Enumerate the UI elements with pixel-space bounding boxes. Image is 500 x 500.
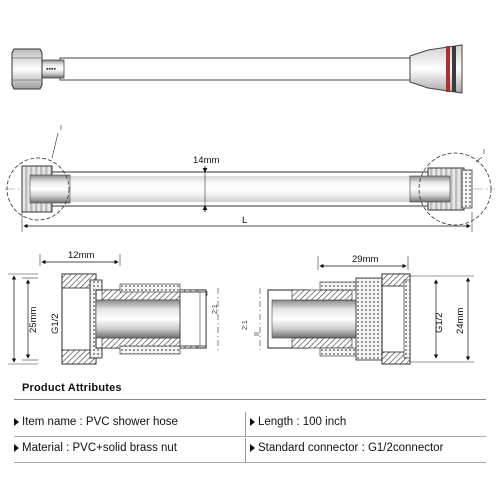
connector-text: Standard connector : G1/2connector (258, 442, 444, 454)
left-nut-height-label: 25mm (28, 307, 39, 333)
length-text: Length : 100 inch (258, 416, 347, 428)
ferrule-marking: ▪▪▪▪ (46, 66, 56, 73)
red-ring (446, 46, 450, 92)
detail-marker-left: I (60, 125, 62, 132)
hose-product-render: ▪▪▪▪ (11, 44, 463, 94)
right-scale-label: 2:1 (242, 320, 249, 330)
item-name-cell: Item name : PVC shower hose (14, 416, 178, 428)
length-cell: Length : 100 inch (250, 416, 346, 428)
detail-marker-right: I (483, 149, 485, 156)
bullet-arrow-icon (14, 444, 19, 452)
bullet-arrow-icon (14, 418, 19, 426)
right-fitting-height-label: 24mm (455, 308, 466, 334)
material-text: Material : PVC+solid brass nut (22, 442, 177, 454)
attributes-top-rule (14, 399, 486, 400)
bullet-arrow-icon (250, 418, 255, 426)
right-section-mark: II (254, 332, 261, 336)
left-nut-section: 12mm 25mm G1/2 I 2:1 (8, 250, 219, 365)
attribute-row-2: Material : PVC+solid brass nut Standard … (14, 440, 486, 460)
right-thread-label: G1/2 (434, 312, 445, 333)
left-nut-length-label: 12mm (68, 250, 94, 261)
connector-cell: Standard connector : G1/2connector (250, 442, 443, 454)
column-divider (245, 438, 246, 462)
left-section-mark: I (206, 291, 208, 298)
dark-ring (452, 46, 456, 92)
attributes-title: Product Attributes (22, 382, 122, 394)
bullet-arrow-icon (250, 444, 255, 452)
detail-circle-left (6, 157, 70, 221)
length-label: L (242, 215, 247, 226)
hose-diameter-label: 14mm (193, 155, 219, 166)
left-thread-label: G1/2 (50, 313, 61, 334)
attributes-bottom-rule (14, 462, 486, 463)
hose-tube (59, 57, 411, 81)
hose-dimension-drawing: I I 14mm L (5, 125, 495, 232)
left-scale-label: 2:1 (212, 304, 219, 314)
item-name-text: Item name : PVC shower hose (22, 416, 178, 428)
hex-nut (11, 48, 43, 90)
right-fitting-length-label: 29mm (352, 254, 378, 265)
material-cell: Material : PVC+solid brass nut (14, 442, 177, 454)
right-fitting-section: 29mm 24mm G1/2 2:1 II (242, 254, 474, 365)
attribute-row-1: Item name : PVC shower hose Length : 100… (14, 414, 486, 434)
column-divider (245, 412, 246, 436)
attributes-middle-rule (14, 436, 486, 437)
